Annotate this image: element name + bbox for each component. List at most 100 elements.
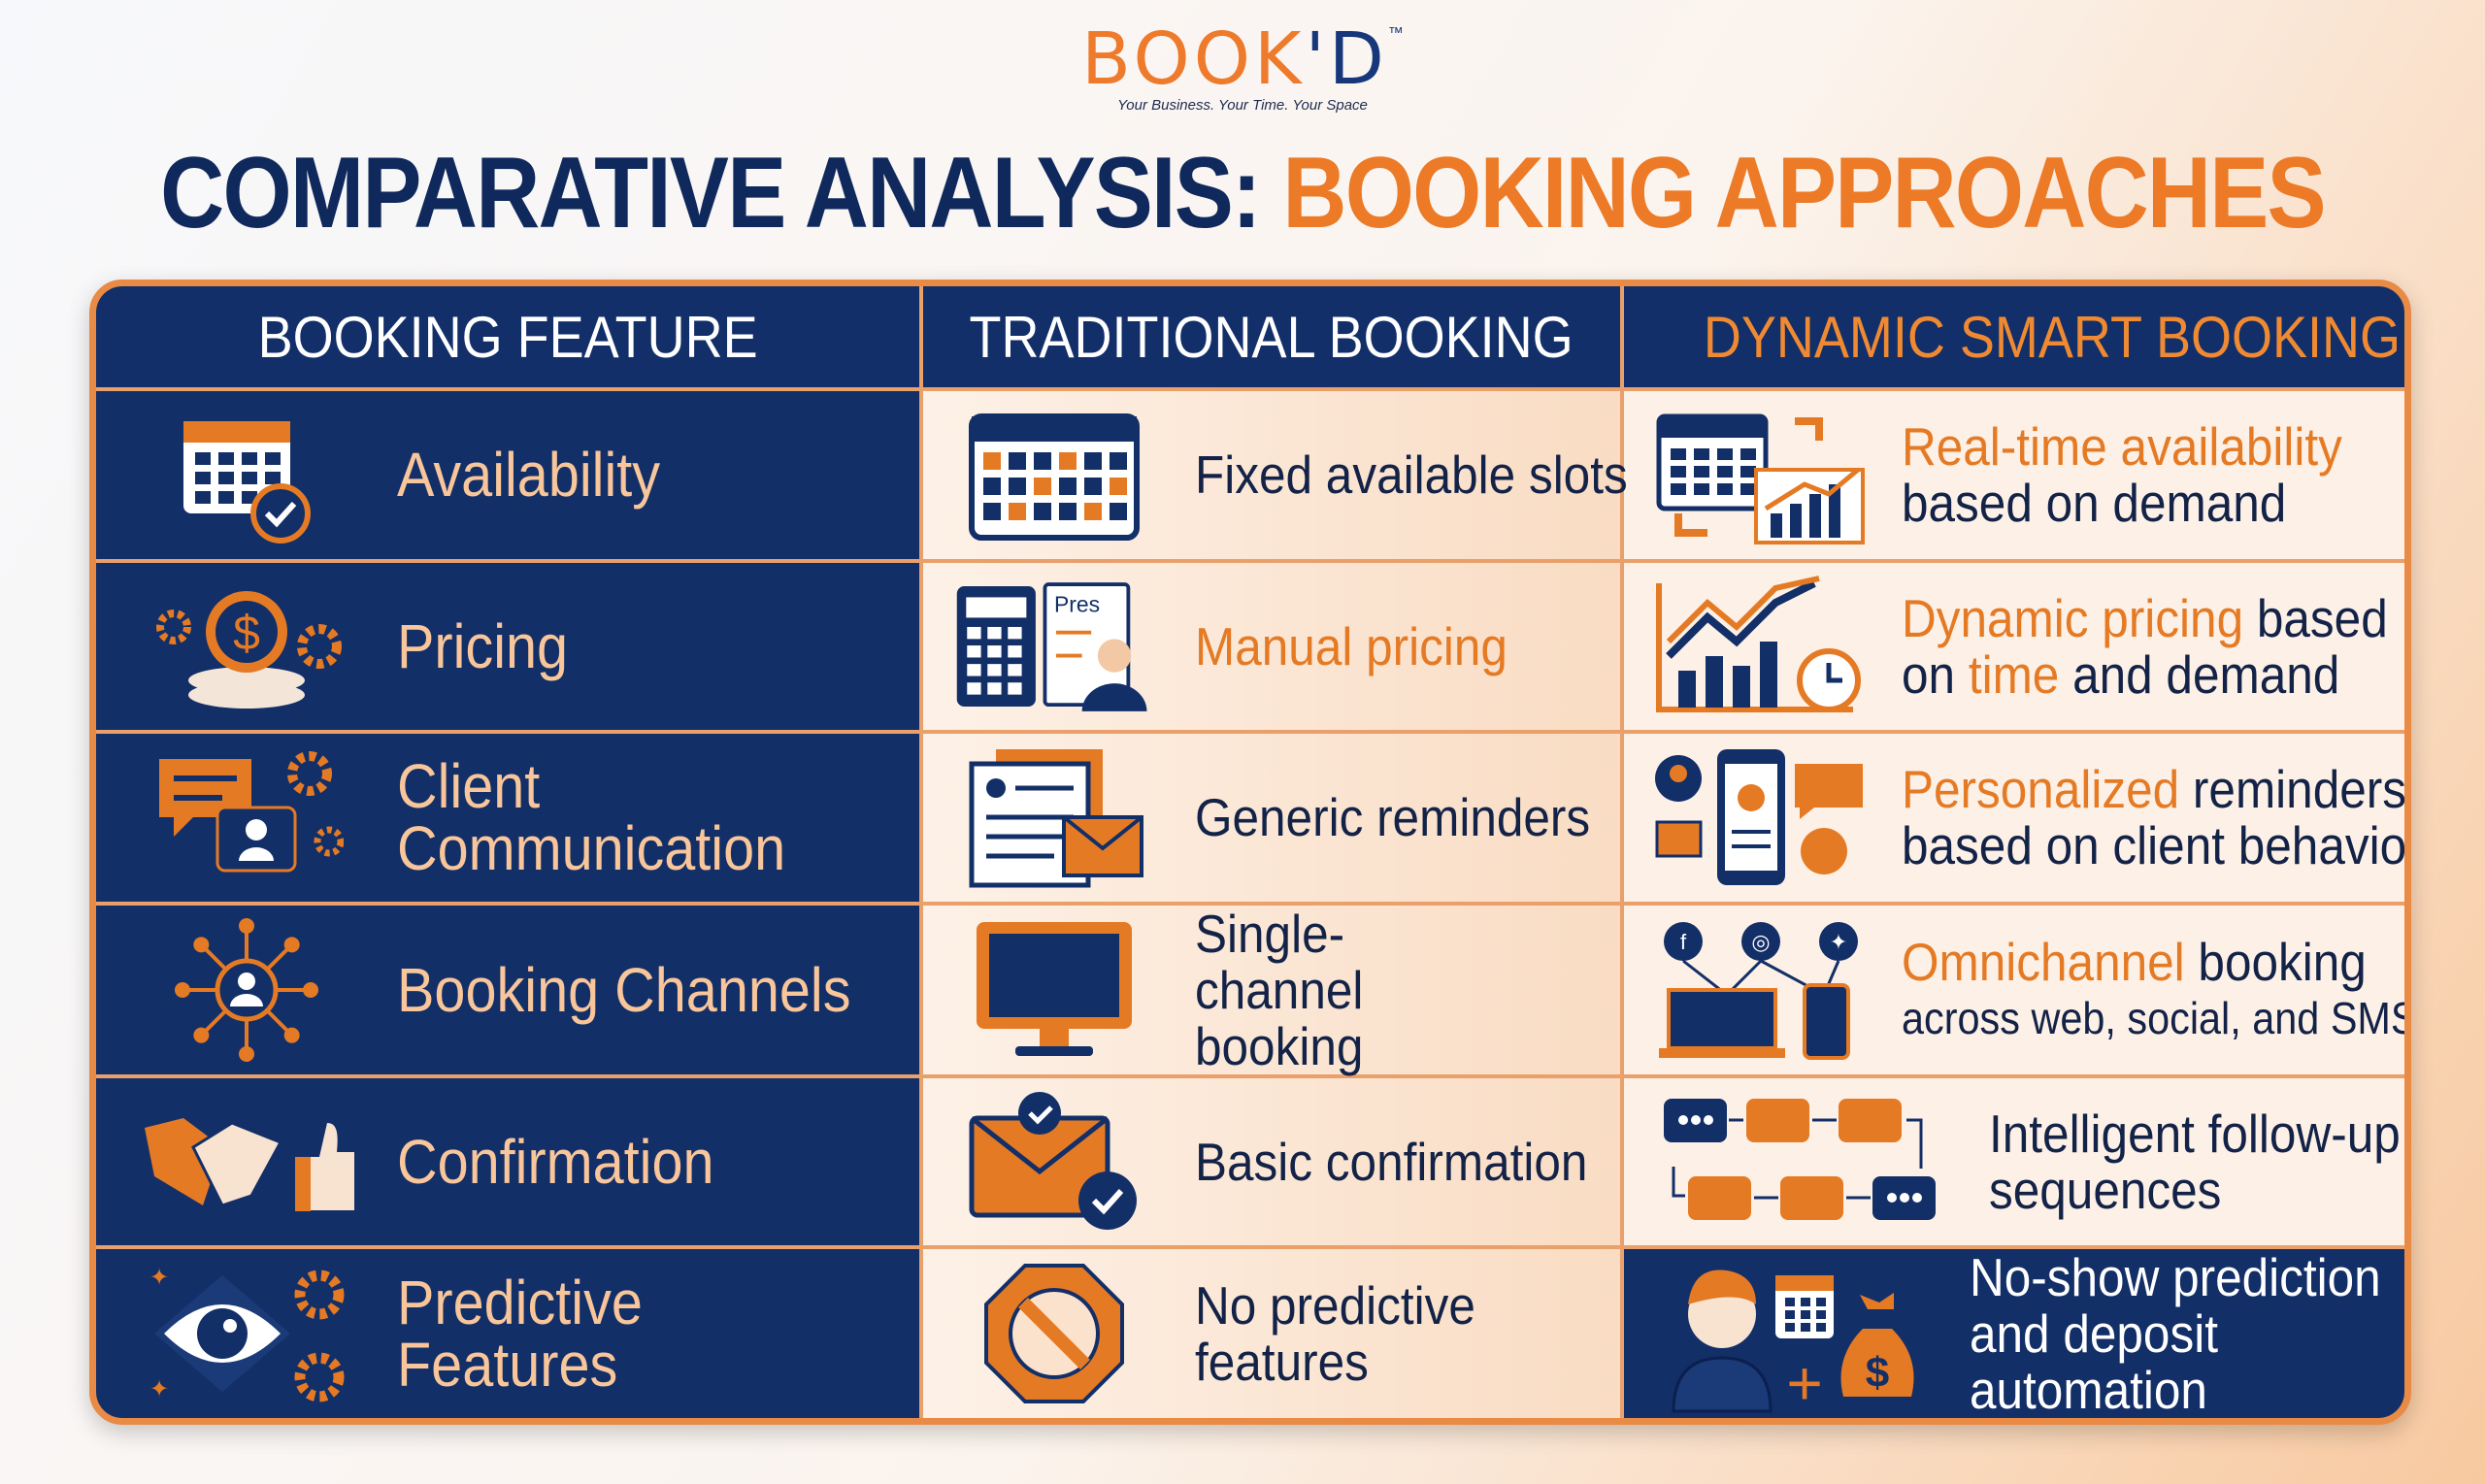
page-title: COMPARATIVE ANALYSIS: BOOKING APPROACHES <box>149 136 2336 251</box>
svg-text:+: + <box>1786 1348 1822 1416</box>
smart-text-segment: Real-time availability <box>1902 416 2342 478</box>
smart-text-line: automation <box>1970 1362 2381 1418</box>
smart-text-segment: time <box>1968 643 2060 705</box>
smart-text-line: based on client behavior <box>1902 815 2411 876</box>
handshake-thumbs-up-icon <box>135 1089 358 1235</box>
traditional-text: Fixed available slots <box>1195 445 1628 506</box>
smart-text-segment: No-show prediction <box>1970 1247 2381 1307</box>
smart-text-line: and deposit <box>1970 1305 2381 1362</box>
svg-text:f: f <box>1680 930 1687 954</box>
svg-text:$: $ <box>1866 1349 1889 1397</box>
smart-text-segment: Dynamic pricing <box>1902 587 2244 648</box>
smart-text-segment: booking <box>2184 931 2367 992</box>
smart-text-segment: Omnichannel <box>1902 931 2185 992</box>
smart-text-line: Dynamic pricing based <box>1902 590 2388 646</box>
feature-cell-pricing: $ Pricing <box>96 562 919 730</box>
smart-text-segment: and deposit <box>1970 1303 2218 1364</box>
header-feature: BOOKING FEATURE <box>96 286 919 387</box>
smart-text-line: Intelligent follow-up <box>1989 1105 2401 1162</box>
omnichannel-devices-icon: f ◎ ✦ <box>1649 917 1872 1063</box>
traditional-cell: Fixed available slots <box>923 391 1628 559</box>
smart-text-segment: based <box>2243 587 2388 648</box>
smart-text-line: Real-time availability <box>1902 418 2342 475</box>
calendar-chart-icon <box>1649 402 1872 547</box>
header-traditional: TRADITIONAL BOOKING <box>923 286 1620 387</box>
rising-chart-clock-icon <box>1649 574 1872 719</box>
feature-label: Pricing <box>397 610 569 681</box>
smart-text-segment: Intelligent follow-up <box>1989 1103 2401 1164</box>
svg-text:$: $ <box>233 606 260 660</box>
svg-text:✦: ✦ <box>149 1265 169 1291</box>
phone-profile-icon <box>1649 744 1872 890</box>
document-mail-icon <box>952 744 1156 890</box>
smart-text-segment: and demand <box>2059 643 2340 705</box>
logo-tm: ™ <box>1387 25 1404 42</box>
calendar-icon <box>952 402 1156 547</box>
header-label: TRADITIONAL BOOKING <box>969 304 1574 370</box>
smart-text-segment: automation <box>1970 1360 2207 1420</box>
feature-label: Confirmation <box>397 1126 714 1197</box>
traditional-cell: Single-channel booking <box>923 903 1620 1076</box>
traditional-text: No predictive features <box>1195 1275 1475 1392</box>
feature-cell-availability: Availability <box>96 391 919 559</box>
feature-label: Availability <box>397 440 661 511</box>
feature-cell-confirmation: Confirmation <box>96 1077 919 1245</box>
traditional-cell: No predictive features <box>923 1249 1620 1418</box>
title-part2: BOOKING APPROACHES <box>1282 137 2326 249</box>
logo: BOOK'D™ Your Business. Your Time. Your S… <box>0 17 2485 114</box>
header-smart: DYNAMIC SMART BOOKING <box>1624 286 2404 387</box>
chat-gear-icon <box>135 744 358 890</box>
coins-gear-icon: $ <box>135 574 358 719</box>
smart-text-line: based on demand <box>1902 475 2342 531</box>
smart-text-line: No-show prediction <box>1970 1249 2381 1305</box>
traditional-text: Manual pricing <box>1195 615 1508 676</box>
feature-cell-client-communication: Client Communication <box>96 734 919 902</box>
logo-brand-end: 'D <box>1305 17 1388 101</box>
smart-text-segment: on <box>1902 643 1969 705</box>
smart-text-line: on time and demand <box>1902 646 2388 703</box>
logo-tagline: Your Business. Your Time. Your Space <box>1117 97 1368 114</box>
header-label: DYNAMIC SMART BOOKING <box>1704 304 2402 370</box>
feature-label: Predictive Features <box>397 1268 643 1400</box>
feature-cell-booking-channels: Booking Channels <box>96 905 919 1074</box>
title-part1: COMPARATIVE ANALYSIS: <box>160 137 1283 249</box>
logo-brand: BOOK <box>1081 17 1306 101</box>
monitor-icon <box>952 917 1156 1063</box>
chat-sequence-icon <box>1649 1089 1960 1235</box>
smart-text-line: across web, social, and SMS <box>1902 990 2404 1046</box>
traditional-text: Single-channel booking <box>1195 903 1364 1076</box>
traditional-cell: Generic reminders <box>923 734 1620 902</box>
calendar-check-icon <box>135 402 358 547</box>
traditional-text: Generic reminders <box>1195 787 1591 848</box>
smart-text-line: Omnichannel booking <box>1902 931 2404 992</box>
svg-text:✦: ✦ <box>1830 930 1847 954</box>
traditional-cell: Basic confirmation <box>923 1077 1620 1245</box>
prohibited-icon <box>952 1256 1156 1411</box>
smart-text-segment: sequences <box>1989 1159 2222 1220</box>
svg-text:✦: ✦ <box>149 1376 169 1402</box>
smart-text-segment: based on client behavior <box>1902 815 2411 876</box>
eye-gear-icon: ✦✦ <box>135 1256 358 1411</box>
smart-text-segment: reminders <box>2179 759 2407 820</box>
network-user-icon <box>135 917 358 1063</box>
header-label: BOOKING FEATURE <box>257 304 758 370</box>
feature-cell-predictive-features: ✦✦Predictive Features <box>96 1249 919 1418</box>
traditional-text: Basic confirmation <box>1195 1131 1588 1192</box>
svg-text:Pres: Pres <box>1054 591 1100 616</box>
svg-text:◎: ◎ <box>1751 930 1770 954</box>
smart-text-segment: based on demand <box>1902 473 2287 534</box>
smart-text-segment: Personalized <box>1902 759 2180 820</box>
feature-label: Client Communication <box>397 751 786 884</box>
